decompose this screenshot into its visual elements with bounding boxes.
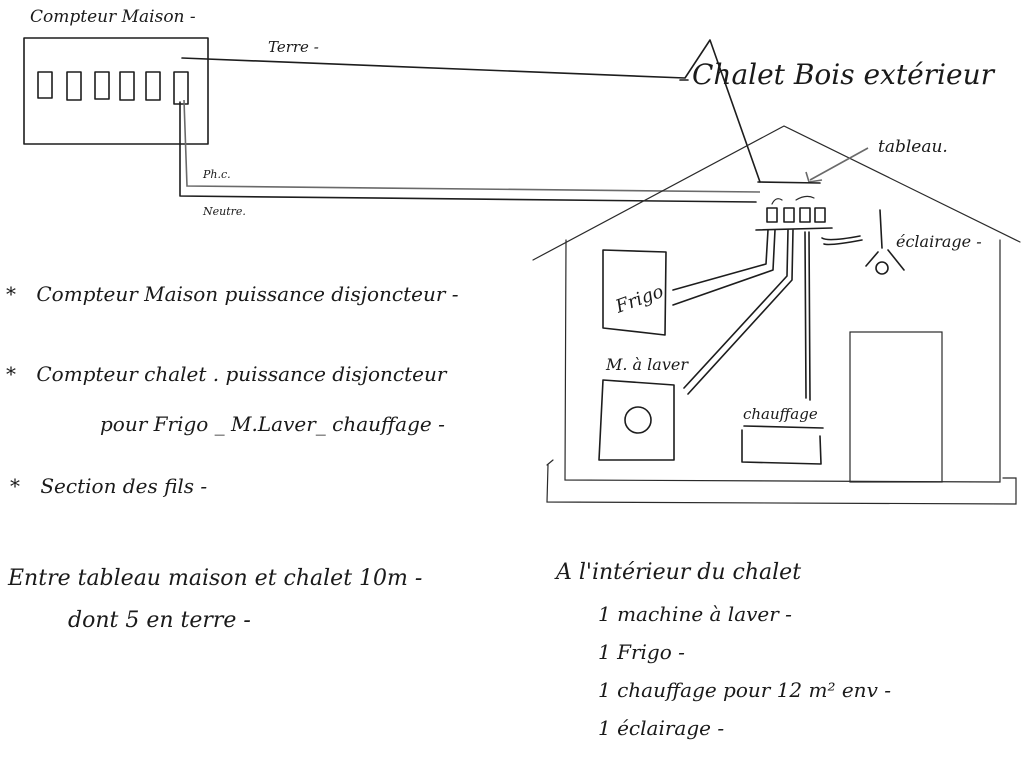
bullet: * [10, 474, 20, 498]
chalet-outline [532, 125, 1021, 505]
question-1: * Compteur Maison puissance disjoncteur … [6, 282, 459, 306]
inventory-item: 1 éclairage - [598, 716, 725, 740]
inventory-item: 1 Frigo - [598, 640, 685, 664]
meter-label: Compteur Maison - [30, 7, 196, 27]
phase-label: Ph.c. [202, 168, 231, 181]
fridge-label: Frigo [612, 281, 667, 318]
washer-label: M. à laver [605, 355, 689, 374]
question-2-text: Compteur chalet . puissance disjoncteur [36, 362, 447, 386]
question-2: * Compteur chalet . puissance disjoncteu… [6, 362, 446, 386]
inventory-title: A l'intérieur du chalet [556, 560, 802, 585]
bullet: * [6, 362, 16, 386]
earth-label: Terre - [268, 38, 319, 56]
heater-label: chauffage [743, 405, 818, 423]
question-1-text: Compteur Maison puissance disjoncteur - [36, 282, 459, 306]
chalet-title: Chalet Bois extérieur [692, 58, 996, 91]
fridge: Frigo [602, 229, 776, 336]
distance-line-1: Entre tableau maison et chalet 10m - [8, 566, 423, 591]
question-2-continuation: pour Frigo _ M.Laver_ chauffage - [100, 412, 445, 436]
door [849, 331, 943, 483]
lighting: éclairage - [821, 209, 982, 275]
panel-label: tableau. [878, 137, 948, 157]
heater: chauffage [741, 231, 824, 465]
lighting-label: éclairage - [896, 232, 982, 251]
distance-line-2: dont 5 en terre - [68, 608, 251, 633]
neutral-label: Neutre. [202, 205, 246, 218]
meter-breakers [37, 71, 189, 105]
house-meter-box: Compteur Maison - [23, 7, 209, 145]
washing-machine: M. à laver [598, 229, 794, 461]
bullet: * [6, 282, 16, 306]
inventory-item: 1 chauffage pour 12 m² env - [598, 678, 891, 702]
earth-wire: Terre - [181, 38, 761, 183]
phase-neutral-wires: Ph.c. Neutre. [179, 99, 761, 218]
question-3-text: Section des fils - [40, 474, 208, 498]
chalet-panel: tableau. [755, 137, 948, 231]
question-3: * Section des fils - [10, 474, 207, 498]
inventory-item: 1 machine à laver - [598, 602, 792, 626]
